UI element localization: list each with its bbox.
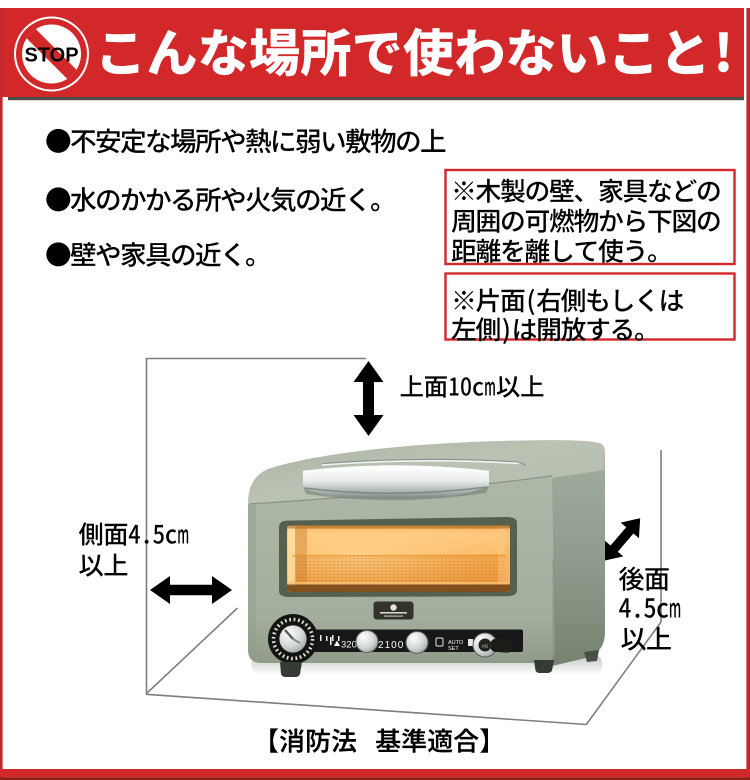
svg-text:SET: SET [448, 646, 459, 652]
svg-text:AG: AG [482, 644, 489, 649]
svg-text:STOP: STOP [24, 45, 78, 67]
svg-text:AUTO: AUTO [448, 640, 464, 646]
svg-text:2100: 2100 [378, 640, 404, 651]
svg-text:320: 320 [341, 640, 357, 651]
